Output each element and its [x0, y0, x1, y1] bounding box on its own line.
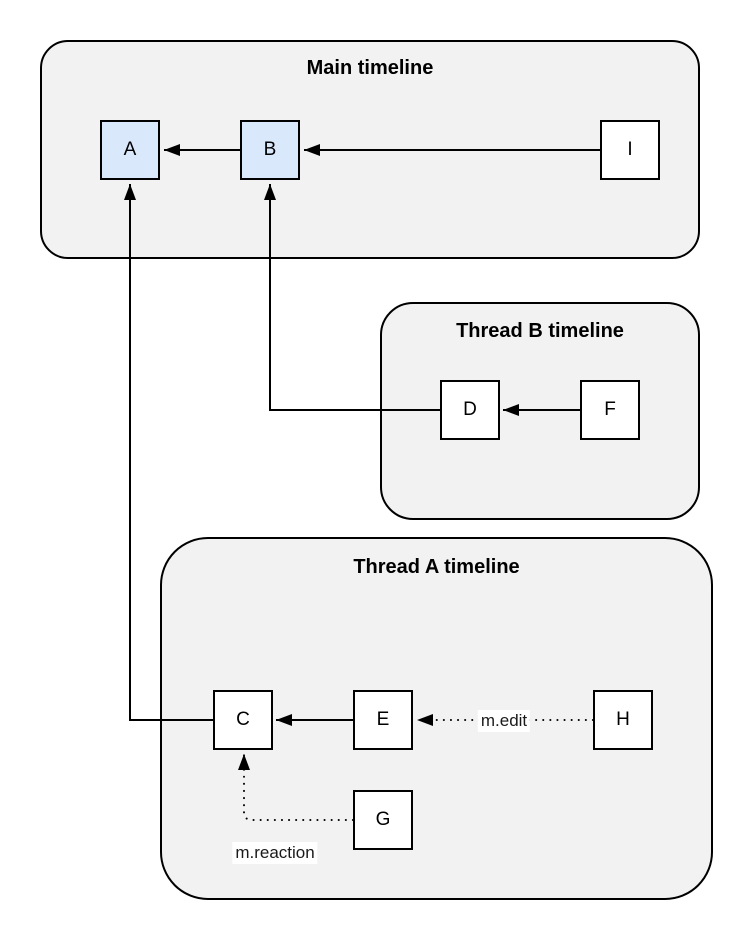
node-f: F: [580, 380, 640, 440]
node-g: G: [353, 790, 413, 850]
container-main-timeline-title: Main timeline: [306, 57, 434, 79]
node-c: C: [213, 690, 273, 750]
node-b: B: [240, 120, 300, 180]
node-h: H: [593, 690, 653, 750]
edge-label-m-edit: m.edit: [477, 710, 531, 732]
container-thread-a-timeline-title: Thread A timeline: [353, 556, 520, 578]
node-e: E: [353, 690, 413, 750]
container-thread-b-timeline: Thread B timeline: [380, 302, 700, 520]
container-thread-b-timeline-title: Thread B timeline: [456, 320, 624, 342]
node-i: I: [600, 120, 660, 180]
edge-label-m-reaction: m.reaction: [232, 842, 318, 864]
node-d: D: [440, 380, 500, 440]
node-a: A: [100, 120, 160, 180]
